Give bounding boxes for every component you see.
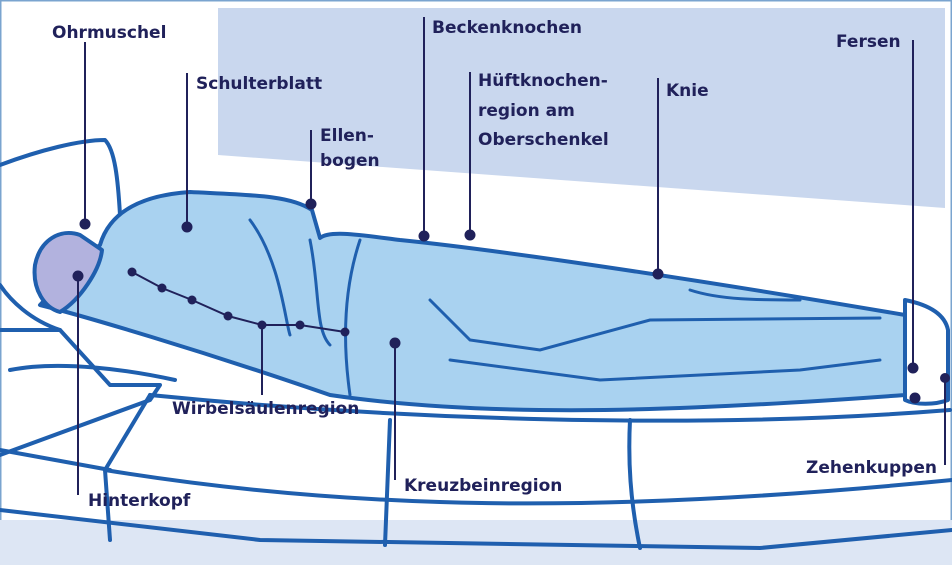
dot-hinterkopf	[74, 272, 83, 281]
dot-ohrmuschel	[81, 220, 90, 229]
spine-dot	[296, 321, 305, 330]
label-hinterkopf: Hinterkopf	[88, 491, 191, 511]
spine-dot	[128, 268, 137, 277]
label-knie: Knie	[666, 81, 709, 101]
dot-schulterblatt	[183, 223, 192, 232]
dot-ellenbogen	[307, 200, 316, 209]
spine-dot	[158, 284, 167, 293]
label-ellenbogen-line2: bogen	[320, 151, 380, 171]
label-ellenbogen-line1: Ellen-	[320, 126, 374, 146]
dot-zehenkuppen	[941, 374, 949, 382]
label-beckenknochen: Beckenknochen	[432, 18, 582, 38]
label-schulterblatt: Schulterblatt	[196, 74, 322, 94]
dot-beckenknochen	[420, 232, 429, 241]
feet	[905, 300, 948, 404]
spine-dot	[224, 312, 233, 321]
dot-hueftknochen	[466, 231, 475, 240]
label-kreuzbein: Kreuzbeinregion	[404, 476, 562, 496]
dot-fersen-2	[911, 394, 920, 403]
spine-dot	[341, 328, 350, 337]
label-zehenkuppen: Zehenkuppen	[806, 458, 937, 478]
label-fersen: Fersen	[836, 32, 901, 52]
label-hueftknochen-line2: region am	[478, 101, 575, 121]
label-hueftknochen-line1: Hüftknochen-	[478, 71, 608, 91]
spine-dot	[188, 296, 197, 305]
dot-kreuzbein	[391, 339, 400, 348]
label-ohrmuschel: Ohrmuschel	[52, 23, 166, 43]
label-hueftknochen-line3: Oberschenkel	[478, 130, 609, 150]
dot-fersen	[909, 364, 918, 373]
dot-knie	[654, 270, 663, 279]
label-wirbelsaeule: Wirbelsäulenregion	[172, 399, 359, 419]
